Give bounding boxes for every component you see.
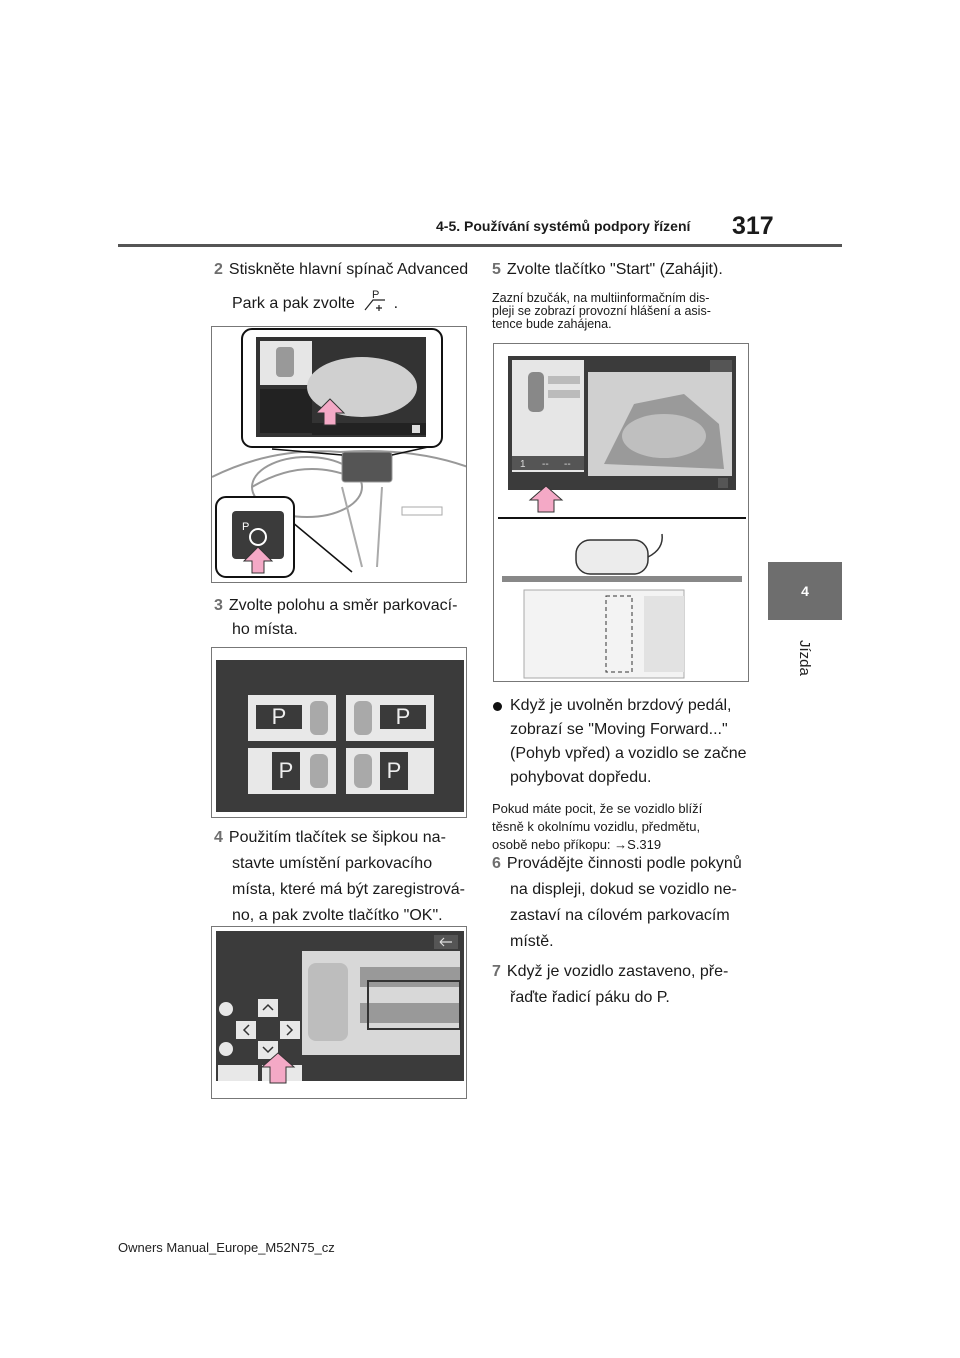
p-label: P — [256, 704, 302, 729]
car-icon — [310, 754, 328, 788]
step-number: 6 — [492, 855, 501, 872]
step-text: řaďte řadicí páku do P. — [510, 989, 670, 1006]
position-adjust-screen — [216, 931, 464, 1084]
dashboard-figure: P — [211, 326, 467, 583]
step-text: místa, které má být zaregistrová- — [232, 881, 465, 898]
icon-letter: P — [372, 289, 379, 301]
step-text: Park a pak zvolte — [232, 295, 355, 312]
screen-digit: 1 — [520, 459, 526, 470]
step-text: Stiskněte hlavní spínač Advanced — [228, 261, 469, 278]
step-text: no, a pak zvolte tlačítko "OK". — [232, 907, 443, 924]
step-5: 5 Zvolte tlačítko "Start" (Zahájit). — [492, 258, 723, 282]
parking-option-parallel-right[interactable]: P — [346, 695, 434, 741]
step-text: zastaví na cílovém parkovacím — [510, 907, 730, 924]
step-text: Použitím tlačítek se šipkou na- — [228, 829, 446, 846]
parking-option-perpendicular-right[interactable]: P — [346, 748, 434, 794]
step-number: 3 — [214, 597, 223, 614]
step-5-note-line: Zazní bzučák, na multiinformačním dis- — [492, 291, 710, 305]
parking-option-perpendicular-left[interactable]: P — [248, 748, 336, 794]
position-adjust-figure — [211, 926, 467, 1099]
dashboard-illustration: P — [212, 328, 466, 578]
p-label: P — [272, 752, 300, 790]
step-text: na displeji, dokud se vozidlo ne- — [510, 881, 737, 898]
assist-screen-illustration: 1 -- -- — [498, 356, 746, 679]
parking-option-parallel-left[interactable]: P — [248, 695, 336, 741]
bullet-note-line: Pokud máte pocit, že se vozidlo blíží — [492, 801, 703, 816]
rotate-cw-icon — [219, 1002, 233, 1016]
step-text: Zvolte polohu a směr parkovací- — [228, 597, 458, 614]
arrow-left-button — [236, 1021, 256, 1039]
rotate-ccw-icon — [219, 1042, 233, 1056]
bullet-text: zobrazí se "Moving Forward..." — [510, 721, 728, 738]
step-5-note-line: tence bude zahájena. — [492, 317, 612, 331]
chapter-title: Jízda — [796, 640, 813, 676]
section-title: 4-5. Používání systémů podpory řízení — [436, 218, 691, 234]
step-text: Provádějte činnosti podle pokynů — [506, 855, 742, 872]
bullet-note-line: těsně k okolnímu vozidlu, předmětu, — [492, 819, 701, 834]
step-text: stavte umístění parkovacího — [232, 855, 433, 872]
bullet-text: (Pohyb vpřed) a vozidlo se začne — [510, 745, 747, 762]
step-number: 2 — [214, 261, 223, 278]
parking-type-screen: P P P P — [216, 660, 464, 812]
svg-text:P: P — [242, 521, 249, 533]
step-2: 2 Stiskněte hlavní spínač Advanced — [214, 258, 468, 282]
screen-dash: -- — [564, 459, 571, 470]
footer-manual-id: Owners Manual_Europe_M52N75_cz — [118, 1240, 335, 1255]
step-text: Zvolte tlačítko "Start" (Zahájit). — [506, 261, 723, 278]
bullet-item: Když je uvolněn brzdový pedál, — [493, 694, 732, 718]
step-text: ho místa. — [232, 621, 298, 638]
parking-type-figure: P P P P — [211, 647, 467, 818]
step-number: 4 — [214, 829, 223, 846]
assist-start-figure: 1 -- -- — [493, 343, 749, 682]
page-number: 317 — [732, 212, 774, 240]
arrow-up-button — [258, 999, 278, 1017]
arrow-down-button — [258, 1041, 278, 1059]
step-text: místě. — [510, 933, 554, 950]
screen-dash: -- — [542, 459, 549, 470]
advanced-park-icon: P — [364, 289, 386, 311]
step-number: 7 — [492, 963, 501, 980]
step-6: 6 Provádějte činnosti podle pokynů — [492, 852, 742, 876]
car-icon — [354, 754, 372, 788]
p-label: P — [380, 752, 408, 790]
bullet-icon — [493, 702, 502, 711]
step-number: 5 — [492, 261, 501, 278]
p-label: P — [380, 704, 426, 729]
bullet-text: pohybovat dopředu. — [510, 769, 652, 786]
car-icon — [354, 701, 372, 735]
step-2-line2: Park a pak zvolte P . — [232, 289, 399, 312]
chapter-tab[interactable]: 4 — [768, 562, 842, 620]
bullet-text: Když je uvolněn brzdový pedál, — [510, 697, 732, 714]
bullet-note-line: osobě nebo příkopu: →S.319 — [492, 837, 662, 852]
step-5-note-line: pleji se zobrazí provozní hlášení a asis… — [492, 304, 711, 318]
step-text: Když je vozidlo zastaveno, pře- — [506, 963, 729, 980]
step-7: 7 Když je vozidlo zastaveno, pře- — [492, 960, 728, 984]
header-divider — [118, 244, 842, 247]
car-icon — [310, 701, 328, 735]
step-4: 4 Použitím tlačítek se šipkou na- — [214, 826, 446, 850]
step-3: 3 Zvolte polohu a směr parkovací- — [214, 594, 457, 618]
arrow-right-button — [280, 1021, 300, 1039]
chapter-number: 4 — [801, 583, 809, 599]
